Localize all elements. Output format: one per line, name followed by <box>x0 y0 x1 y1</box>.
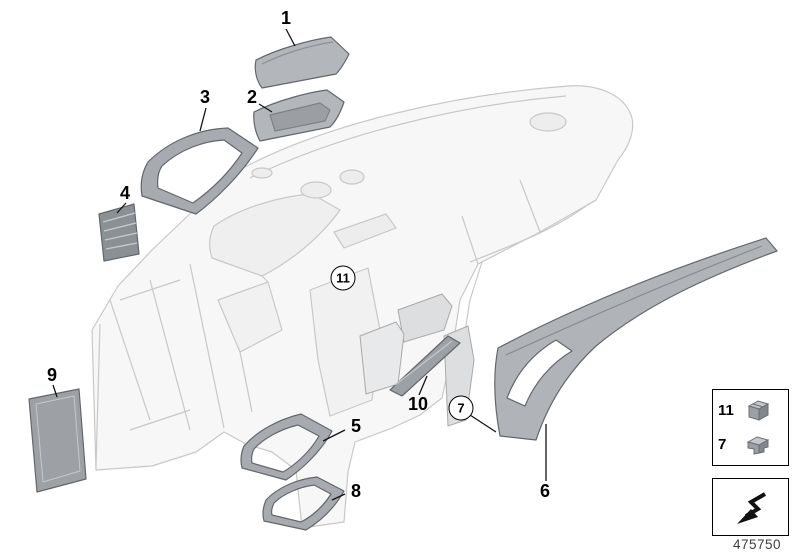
legend-item-11[interactable]: 11 <box>718 397 783 423</box>
callout-11-circled[interactable]: 11 <box>330 265 356 291</box>
callout-9[interactable]: 9 <box>46 365 58 385</box>
callout-3[interactable]: 3 <box>199 87 211 107</box>
callout-1[interactable]: 1 <box>280 8 292 28</box>
part-9-side-panel <box>28 388 87 493</box>
part-6-dash-trim-strip <box>494 237 778 441</box>
legend-item-7-label: 7 <box>718 436 727 454</box>
leader-lines <box>52 28 547 501</box>
callout-2[interactable]: 2 <box>246 87 258 107</box>
callout-4[interactable]: 4 <box>119 183 131 203</box>
part-4-corner-vent <box>98 203 140 262</box>
mounting-clip-icon <box>747 400 770 422</box>
expanding-rivet-icon <box>746 436 770 455</box>
callout-6[interactable]: 6 <box>539 481 551 501</box>
part-8-trim-frame <box>262 476 345 531</box>
callout-5[interactable]: 5 <box>350 416 362 436</box>
cross-reference-arrow-icon <box>736 492 766 524</box>
callout-8[interactable]: 8 <box>350 481 362 501</box>
part-5-trim-frame <box>240 413 333 481</box>
part-10-trim-strip <box>389 335 461 397</box>
cross-reference-box[interactable] <box>712 478 789 536</box>
fasteners-legend-box: 11 7 <box>712 389 789 466</box>
part-3-cluster-bezel <box>140 127 259 215</box>
part-2-trim-panel <box>253 89 345 142</box>
part-1-trim-panel <box>254 36 350 89</box>
doc-number: 475750 <box>732 537 782 552</box>
part-drawings <box>28 36 778 531</box>
dashboard-body-drawing <box>91 85 634 529</box>
legend-item-7[interactable]: 7 <box>718 432 783 458</box>
callout-7-circled[interactable]: 7 <box>448 395 474 421</box>
callout-10[interactable]: 10 <box>407 394 429 414</box>
legend-item-11-label: 11 <box>718 401 734 419</box>
